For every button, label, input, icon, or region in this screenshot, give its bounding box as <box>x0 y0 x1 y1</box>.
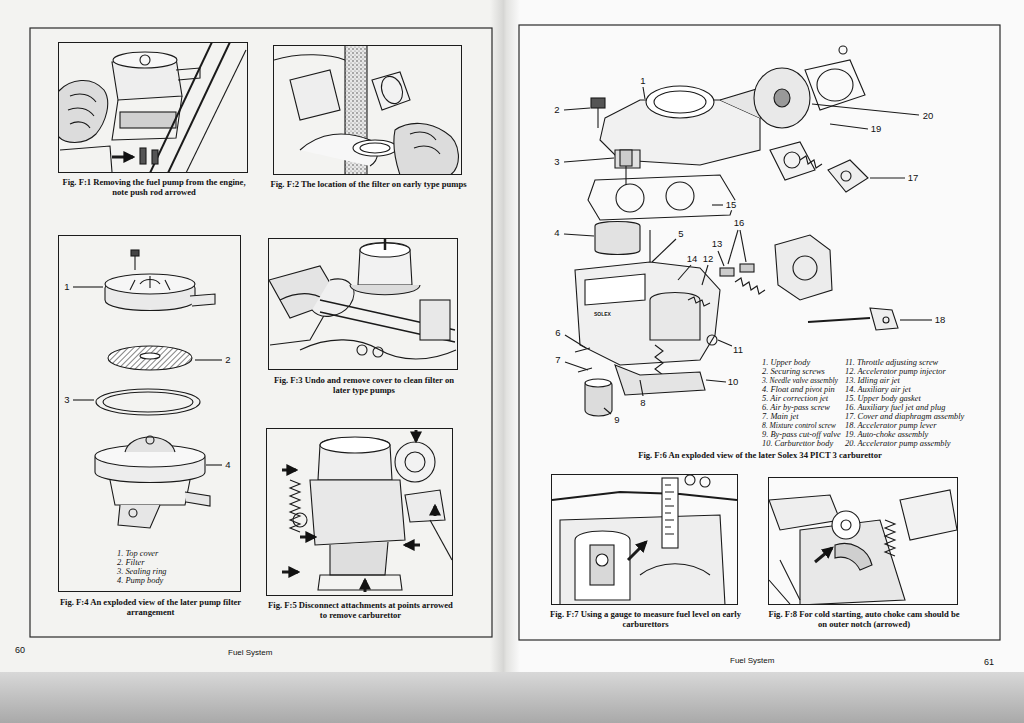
callout-number: 1 <box>639 76 646 86</box>
running-footer: Fuel System <box>228 649 272 657</box>
parts-list-item: 7. Main jet <box>762 413 799 421</box>
figure-frame: Fig. F:8 For cold starting, auto choke c… <box>768 477 958 605</box>
parts-list-item: 19. Auto-choke assembly <box>845 431 928 439</box>
callout-number: 4 <box>224 460 231 470</box>
parts-list-item: 14. Auxiliary air jet <box>845 386 911 394</box>
figure-caption: Fig. F:5 Disconnect attachments at point… <box>265 601 457 621</box>
figure-caption: Fig. F:4 An exploded view of the later p… <box>50 598 252 618</box>
figure-frame: Fig. F:3 Undo and remove cover to clean … <box>268 238 458 370</box>
parts-list-item: 11. Throttle adjusting screw <box>845 359 938 367</box>
callout-number: 12 <box>702 254 715 264</box>
callout-number: 13 <box>711 239 724 249</box>
brand-mark: SOLEX <box>594 312 611 317</box>
parts-list-item: 2. Securing screws <box>762 368 825 376</box>
parts-list-item: 17. Cover and diaphragm assembly <box>845 413 964 421</box>
parts-list-item: 3. Sealing ring <box>117 568 167 576</box>
callout-number: 11 <box>732 345 744 355</box>
running-footer: Fuel System <box>730 657 774 665</box>
figure-caption: Fig. F:2 The location of the filter on e… <box>266 180 472 190</box>
callout-number: 3 <box>553 157 560 167</box>
callout-number: 3 <box>63 395 70 405</box>
parts-list-item: 9. By-pass cut-off valve <box>762 431 841 439</box>
parts-list-item: 15. Upper body gasket <box>845 395 921 403</box>
parts-list-item: 4. Pump body <box>117 577 163 585</box>
callout-number: 15 <box>725 200 738 210</box>
figure-frame: Fig. F:2 The location of the filter on e… <box>273 45 462 175</box>
callout-number: 9 <box>613 415 620 425</box>
callout-number: 4 <box>553 228 560 238</box>
figure-caption: Fig. F:3 Undo and remove cover to clean … <box>270 376 458 396</box>
figure-caption: Fig. F:6 An exploded view of the later S… <box>638 451 882 460</box>
callout-number: 8 <box>639 398 646 408</box>
parts-list-item: 1. Top cover <box>117 550 158 558</box>
callout-number: 19 <box>870 124 883 134</box>
parts-list-item: 6. Air by-pass screw <box>762 404 830 412</box>
callout-number: 6 <box>554 328 561 338</box>
parts-list-item: 1. Upper body <box>762 359 810 367</box>
page-number: 60 <box>15 646 25 655</box>
parts-list-item: 13. Idling air jet <box>845 377 900 385</box>
parts-list-item: 12. Accelerator pump injector <box>845 368 946 376</box>
callout-number: 10 <box>727 377 740 387</box>
parts-list-item: 5. Air correction jet <box>762 395 828 403</box>
callout-number: 17 <box>907 173 920 183</box>
figure-caption: Fig. F:8 For cold starting, auto choke c… <box>766 610 962 630</box>
callout-number: 20 <box>922 111 935 121</box>
figure-caption: Fig. F:7 Using a gauge to measure fuel l… <box>543 610 749 630</box>
parts-list-item: 10. Carburettor body <box>762 440 833 448</box>
parts-list-item: 2. Filter <box>117 559 144 567</box>
parts-list-item: 8. Mixture control screw <box>762 422 836 430</box>
callout-number: 1 <box>63 282 70 292</box>
parts-list-item: 20. Accelerator pump assembly <box>845 440 950 448</box>
callout-number: 16 <box>733 218 746 228</box>
callout-number: 2 <box>224 355 231 365</box>
figure-frame: Fig. F:1 Removing the fuel pump from the… <box>58 42 248 173</box>
figure-frame: Fig. F:7 Using a gauge to measure fuel l… <box>551 474 738 605</box>
figure-frame: Fig. F:5 Disconnect attachments at point… <box>266 428 453 596</box>
parts-list-item: 18. Accelerator pump lever <box>845 422 936 430</box>
parts-list-item: 4. Float and pivot pin <box>762 386 835 394</box>
parts-list-item: 16. Auxiliary fuel jet and plug <box>845 404 945 412</box>
callout-number: 7 <box>554 355 561 365</box>
figure-caption: Fig. F:1 Removing the fuel pump from the… <box>58 178 250 198</box>
callout-number: 18 <box>934 315 947 325</box>
callout-number: 14 <box>686 254 699 264</box>
figure-frame: Fig. F:4 An exploded view of the later p… <box>58 235 241 592</box>
parts-list-item: 3. Needle valve assembly <box>762 377 838 385</box>
page-number: 61 <box>984 658 994 667</box>
callout-number: 2 <box>553 105 560 115</box>
callout-number: 5 <box>677 229 684 239</box>
